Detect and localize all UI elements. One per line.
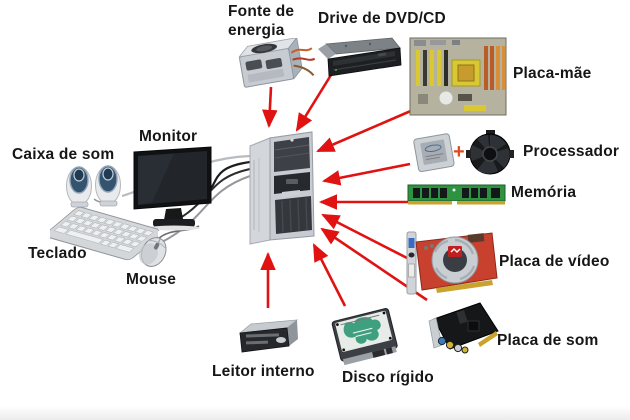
label-keyboard: Teclado — [28, 245, 87, 262]
ram-stick-icon — [407, 184, 506, 205]
arrow-dvd-drive — [295, 74, 333, 132]
label-hard-disk: Disco rígido — [342, 369, 434, 386]
label-motherboard: Placa-mãe — [513, 65, 592, 82]
cpu-chip-icon — [413, 133, 455, 173]
cpu-cooler-icon — [466, 130, 514, 175]
label-video-card: Placa de vídeo — [499, 253, 610, 270]
label-internal-reader: Leitor interno — [212, 363, 315, 380]
power-supply-icon — [238, 38, 316, 88]
arrow-motherboard — [316, 108, 414, 153]
label-mouse: Mouse — [126, 271, 177, 288]
label-power-supply: Fonte de energia — [228, 3, 295, 39]
pc-tower-icon — [249, 131, 315, 245]
label-memory: Memória — [511, 184, 577, 201]
label-dvd-drive: Drive de DVD/CD — [318, 10, 446, 27]
card-reader-icon — [238, 319, 299, 353]
mouse-cable — [161, 175, 251, 243]
keyboard-icon — [50, 206, 158, 261]
monitor-icon — [133, 146, 212, 231]
label-processor: Processador — [523, 143, 620, 160]
video-card-icon — [406, 231, 498, 295]
arrow-processor — [321, 162, 411, 186]
label-speakers: Caixa de som — [12, 146, 115, 163]
motherboard-icon — [409, 37, 507, 116]
hard-disk-icon — [331, 308, 398, 366]
arrow-hard-disk — [312, 243, 347, 307]
label-sound-card: Placa de som — [497, 332, 599, 349]
label-monitor: Monitor — [139, 128, 198, 145]
plus-sign: + — [453, 141, 465, 163]
arrow-power-supply — [262, 86, 278, 129]
speakers-icon — [66, 165, 121, 208]
dvd-drive-icon — [318, 37, 402, 77]
arrow-video-card — [321, 213, 410, 261]
sound-card-icon — [428, 302, 499, 354]
mouse-icon — [138, 237, 167, 267]
